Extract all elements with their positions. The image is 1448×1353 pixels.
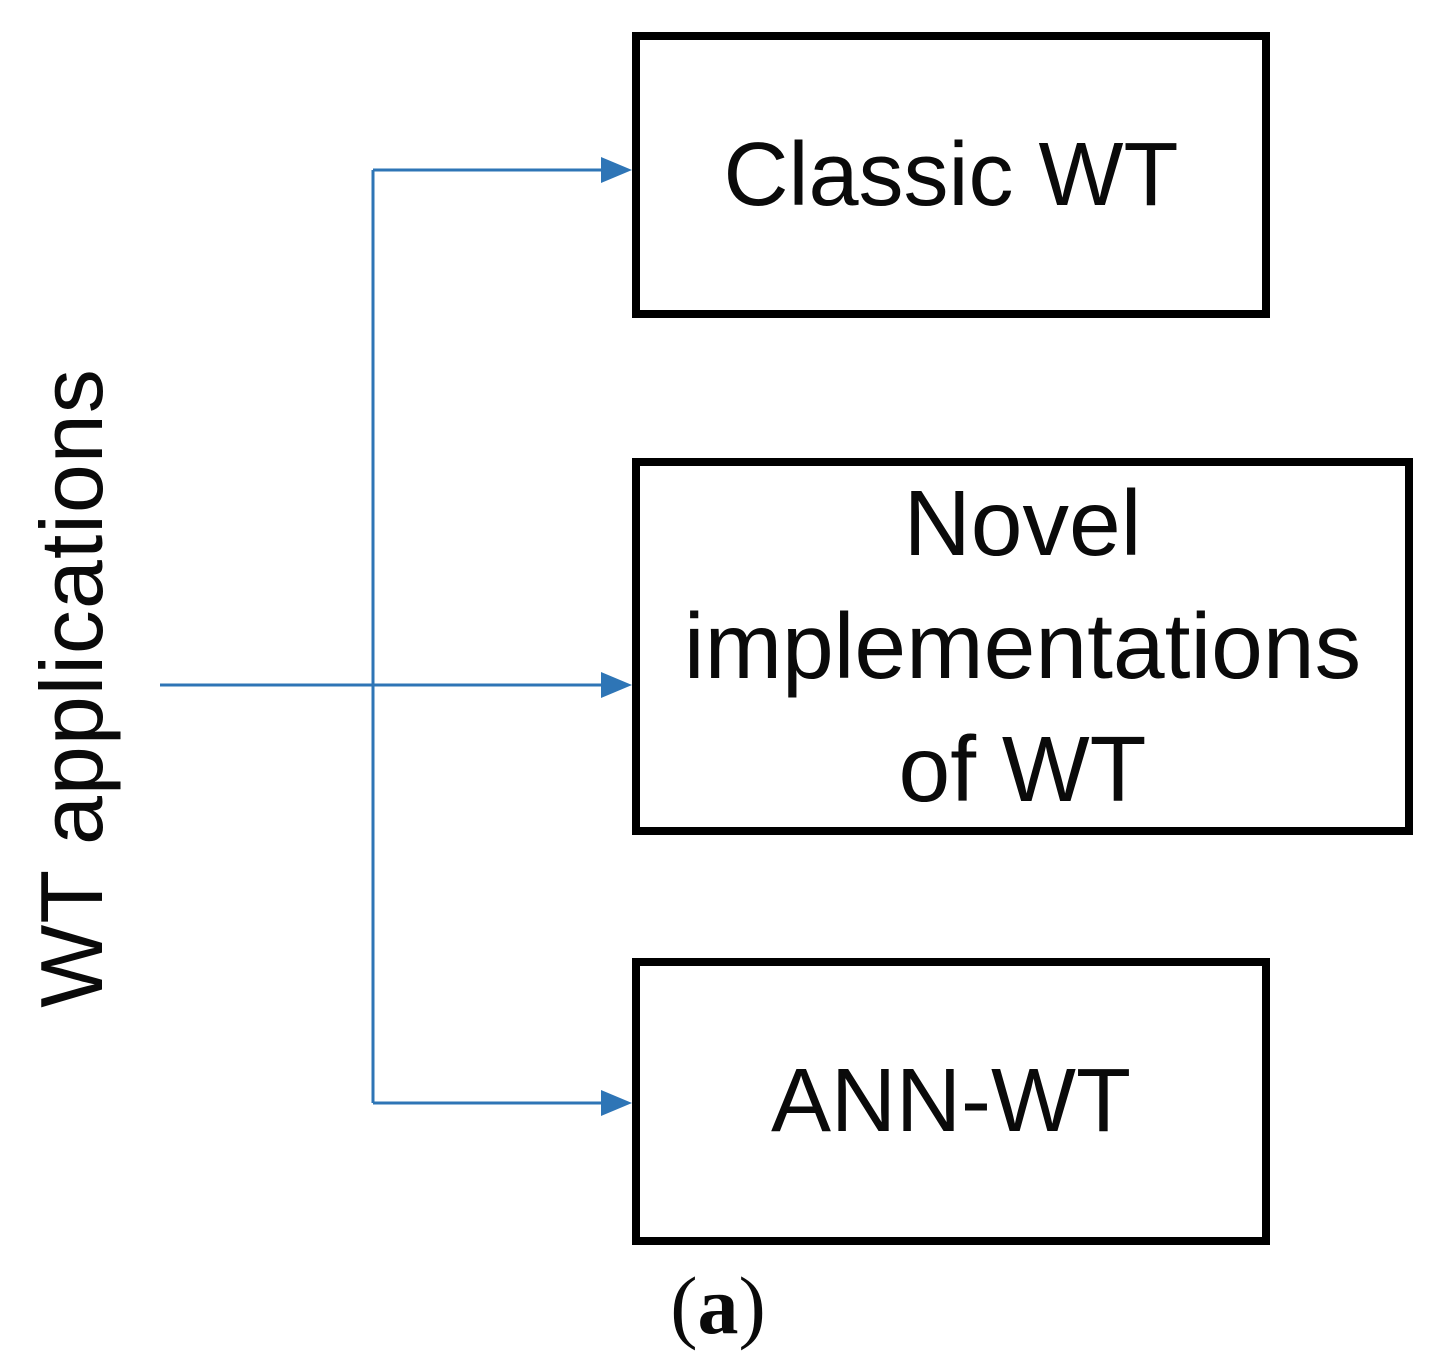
node-novel-implementations-of-wt: Novel implementations of WT bbox=[632, 458, 1413, 835]
root-label-wt-applications: WT applications bbox=[22, 368, 121, 1008]
node-novel-implementations-of-wt-label: Novel implementations of WT bbox=[683, 471, 1362, 821]
arrowhead-to-classic-wt bbox=[601, 157, 632, 183]
node-classic-wt-label: Classic WT bbox=[723, 124, 1179, 225]
node-ann-wt-label: ANN-WT bbox=[771, 1051, 1131, 1151]
arrowhead-to-novel-implementations bbox=[601, 672, 632, 698]
caption-letter: a bbox=[697, 1260, 739, 1351]
arrowhead-to-ann-wt bbox=[601, 1090, 632, 1116]
node-ann-wt: ANN-WT bbox=[632, 958, 1270, 1245]
node-classic-wt: Classic WT bbox=[632, 32, 1270, 318]
caption-open-paren: ( bbox=[670, 1260, 698, 1351]
caption-close-paren: ) bbox=[738, 1260, 766, 1351]
figure-caption: (a) bbox=[670, 1259, 766, 1353]
